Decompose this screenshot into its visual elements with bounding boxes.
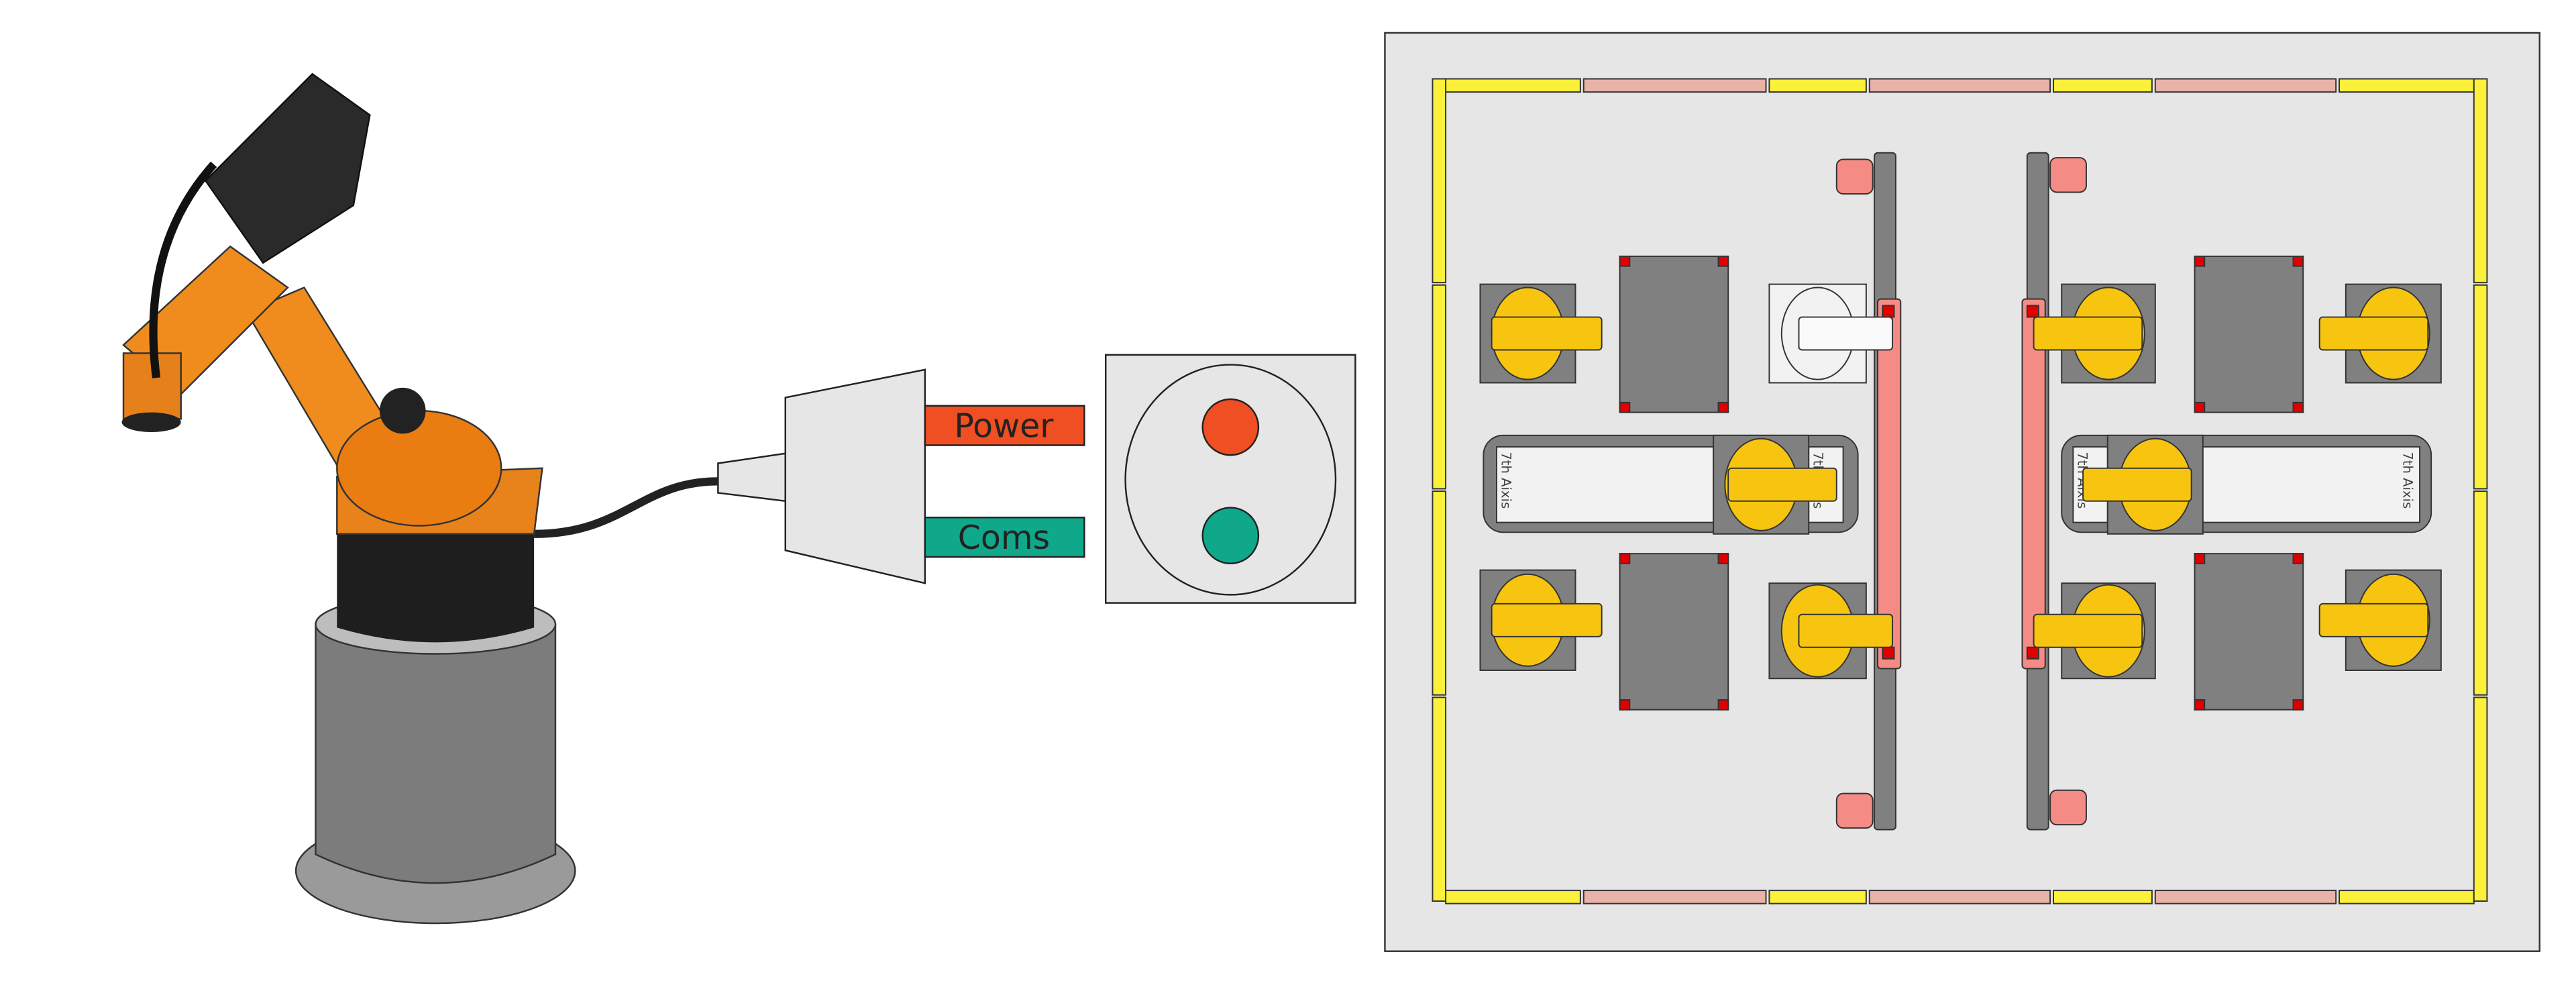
socket-face: [1124, 364, 1337, 596]
machine-corner-marker: [2194, 699, 2206, 711]
fence-yellow-segment: [1768, 890, 1867, 904]
machine-corner-marker: [2292, 553, 2304, 564]
fence-yellow-segment: [2473, 490, 2488, 696]
plug: Power Coms: [717, 368, 1085, 584]
robot-cable: [534, 477, 718, 538]
fence-yellow-segment: [2473, 78, 2488, 284]
fence-yellow-segment: [2053, 890, 2153, 904]
station-gripper-handle: [2033, 316, 2143, 351]
machine-table: [1619, 255, 1729, 413]
machine-corner-marker: [1717, 553, 1729, 564]
machine-corner-marker: [1619, 401, 1631, 413]
fence-yellow-segment: [1432, 284, 1447, 490]
station-gripper-handle: [1798, 613, 1894, 648]
power-pin: [924, 405, 1085, 446]
rail-end-stop: [2049, 789, 2087, 826]
station-gripper-handle: [2318, 603, 2429, 637]
plug-cable-boot: [717, 452, 786, 503]
fence-yellow-segment: [1445, 78, 1581, 93]
rail-end-stop: [2049, 157, 2087, 193]
machine-corner-marker: [2194, 553, 2206, 564]
seventh-axis-label: 7th Aixis: [2400, 452, 2416, 509]
station-gripper-handle: [2033, 613, 2143, 648]
fence-yellow-segment: [1432, 490, 1447, 696]
robot-flange: [121, 412, 181, 432]
station-gripper-handle: [1491, 316, 1603, 351]
fence-gate-segment: [1582, 78, 1767, 93]
robot-base-ring: [337, 525, 535, 643]
slider-marker: [2026, 646, 2039, 660]
machine-corner-marker: [2194, 401, 2206, 413]
slider-marker: [1882, 305, 1895, 318]
fence-gate-segment: [1582, 890, 1767, 904]
coms-pin: [924, 517, 1085, 558]
fence-gate-segment: [2154, 890, 2337, 904]
slider-marker: [1882, 646, 1895, 660]
robot-shoulder: [336, 409, 502, 527]
robot-pedestal: [315, 623, 557, 884]
coms-label: Coms: [958, 519, 1050, 557]
machine-corner-marker: [1619, 255, 1631, 267]
slider-marker: [2026, 305, 2039, 318]
machine-corner-marker: [1619, 553, 1631, 564]
machine-table: [1619, 553, 1729, 711]
carriage-gripper-handle: [2082, 467, 2192, 502]
socket-power-hole: [1201, 398, 1260, 456]
machine-corner-marker: [2194, 255, 2206, 267]
carriage-gripper-handle: [1727, 467, 1837, 502]
machine-corner-marker: [1619, 699, 1631, 711]
fence-yellow-segment: [2053, 78, 2153, 93]
machine-corner-marker: [2292, 255, 2304, 267]
seventh-axis-bed: [1495, 446, 1715, 523]
power-label: Power: [954, 407, 1054, 445]
socket: [1104, 354, 1356, 604]
fence-yellow-segment: [2339, 78, 2475, 93]
station-gripper-handle: [2318, 316, 2429, 351]
fence-gate-segment: [1868, 890, 2051, 904]
fence-gate-segment: [2154, 78, 2337, 93]
fence-gate-segment: [1868, 78, 2051, 93]
robot-motor-housing: [204, 72, 371, 264]
rail-slider: [2021, 298, 2046, 670]
fence-yellow-segment: [1445, 890, 1581, 904]
seventh-axis-label: 7th Aixis: [1498, 452, 1513, 509]
seventh-axis-bed: [2200, 446, 2420, 523]
fence-yellow-segment: [2473, 284, 2488, 490]
machine-corner-marker: [1717, 401, 1729, 413]
station-gripper-handle: [1491, 603, 1603, 637]
machine-table: [2194, 553, 2304, 711]
robot-arm: [121, 72, 718, 925]
socket-coms-hole: [1201, 507, 1260, 565]
machine-corner-marker: [2292, 401, 2304, 413]
machine-corner-marker: [2292, 699, 2304, 711]
robot-hose: [149, 161, 217, 378]
station-gripper-handle: [1798, 316, 1894, 351]
plug-body: [784, 368, 926, 584]
fence-yellow-segment: [2339, 890, 2475, 904]
rail-end-stop: [1835, 158, 1874, 195]
rail-slider: [1877, 298, 1902, 670]
machine-corner-marker: [1717, 699, 1729, 711]
fence-yellow-segment: [2473, 696, 2488, 902]
machine-table: [2194, 255, 2304, 413]
robot-motor: [379, 387, 426, 434]
machine-corner-marker: [1717, 255, 1729, 267]
fence-yellow-segment: [1432, 696, 1447, 902]
rail-end-stop: [1835, 792, 1874, 829]
fence-yellow-segment: [1768, 78, 1867, 93]
fence-yellow-segment: [1432, 78, 1447, 284]
